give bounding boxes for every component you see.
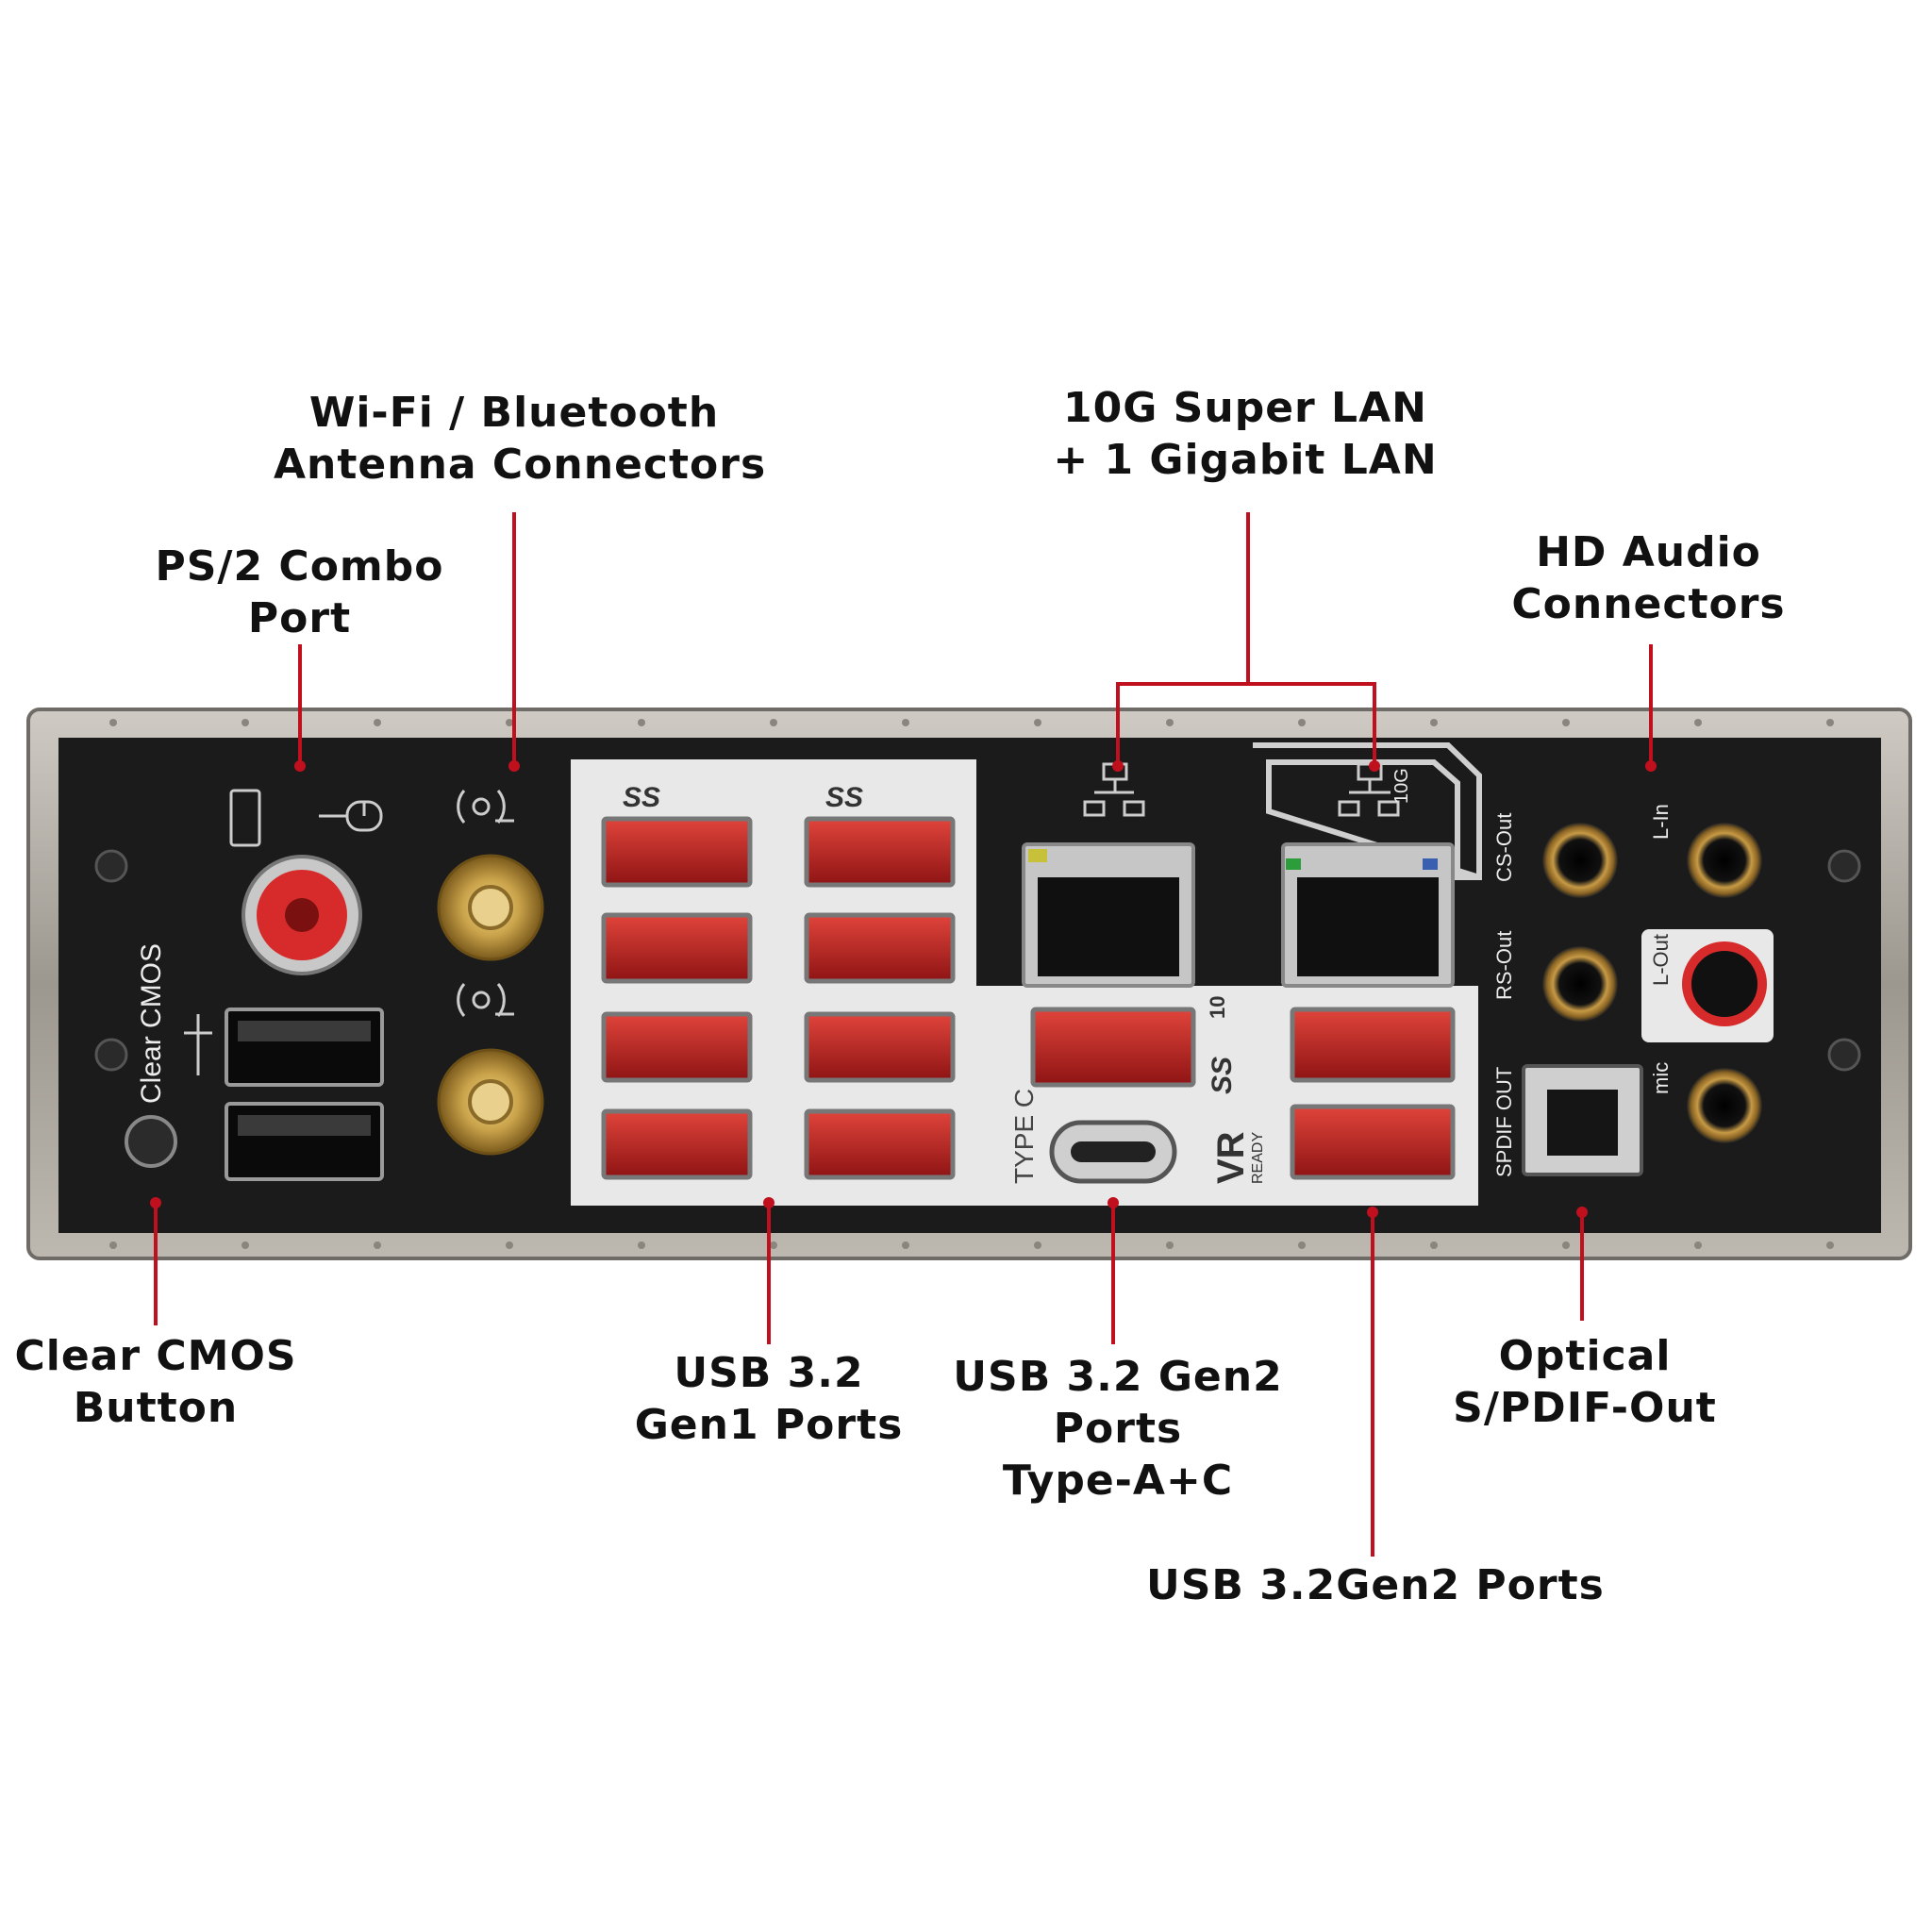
ps2-keyboard-icon [229,789,261,847]
spdif-label: Optical S/PDIF-Out [1434,1330,1736,1434]
audio-label-line2: Connectors [1511,580,1786,628]
usb-gen1-port[interactable] [601,912,753,984]
usb-gen2-ac-label-line1: USB 3.2 Gen2 [953,1353,1283,1401]
usb-gen2-ac-label-line2: Ports [1053,1405,1183,1453]
lan-silver-trim [1253,742,1482,880]
spdif-label-line1: Optical [1498,1332,1672,1380]
ten-text: 10 [1206,996,1229,1019]
mic-text: mic [1649,1062,1673,1094]
clear-cmos-label-line2: Button [73,1384,239,1432]
usb-gen1-port[interactable] [804,816,956,888]
usb-gen2-label: USB 3.2Gen2 Ports [1146,1559,1605,1611]
ss-logo-left: SS [623,782,660,813]
usb-gen1-port[interactable] [804,1108,956,1180]
usb-gen1-label: USB 3.2 Gen1 Ports [627,1347,910,1451]
audio-jack-l-out[interactable] [1682,941,1767,1026]
l-out-text: L-Out [1649,934,1673,986]
ss-logo-right: SS [825,782,863,813]
ps2-label: PS/2 Combo Port [142,541,458,644]
lan-icon-right [1338,762,1400,817]
usb2-icon [184,1014,212,1075]
wifi-antenna-icon-top [457,790,514,824]
usb-gen1-grid [601,816,956,1180]
audio-jack-cs-out[interactable] [1542,823,1618,898]
usb-gen1-port[interactable] [804,1011,956,1083]
ps2-mouse-icon [319,800,383,832]
usb-gen1-port[interactable] [804,912,956,984]
callout-lines [154,512,1653,1557]
usb-gen2-type-a-port[interactable] [1030,1007,1196,1088]
usb-gen1-label-line2: Gen1 Ports [634,1401,904,1449]
spdif-out-text: SPDIF OUT [1492,1067,1516,1177]
audio-label: HD Audio Connectors [1505,526,1792,630]
frame-dimples [109,719,1834,1249]
10g-text: 10G [1391,768,1412,804]
wifi-antenna-label-line2: Antenna Connectors [274,441,767,489]
callout-dots [150,760,1657,1218]
wifi-antenna-label: Wi-Fi / Bluetooth Antenna Connectors [274,387,767,491]
ps2-label-line1: PS/2 Combo [155,542,444,591]
usb-white-plate [571,759,1478,1206]
clear-cmos-panel-text: Clear CMOS [136,943,167,1104]
usb-gen2-label-line1: USB 3.2Gen2 Ports [1146,1561,1605,1609]
ready-text: READY [1250,1132,1266,1184]
usb-gen2-ac-label: USB 3.2 Gen2 Ports Type-A+C [953,1351,1283,1507]
vr-logo-text: VR [1210,1131,1252,1184]
clear-cmos-label-line1: Clear CMOS [14,1332,297,1380]
cs-out-text: CS-Out [1492,813,1516,882]
rs-out-text: RS-Out [1492,931,1516,1000]
usb-gen2-ac-label-line3: Type-A+C [1002,1457,1234,1505]
usb-gen2-port-bottom[interactable] [1290,1104,1456,1180]
type-c-text: TYPE C [1009,1089,1039,1184]
audio-label-line1: HD Audio [1536,528,1761,576]
usb-gen1-port[interactable] [601,816,753,888]
lan-label-line2: + 1 Gigabit LAN [1053,436,1438,484]
wifi-antenna-label-line1: Wi-Fi / Bluetooth [308,389,720,437]
audio-jack-mic[interactable] [1687,1068,1762,1143]
ps2-label-line2: Port [247,594,352,642]
clear-cmos-button[interactable] [125,1115,177,1168]
audio-jack-l-in[interactable] [1687,823,1762,898]
usb-gen2-port-top[interactable] [1290,1007,1456,1083]
wifi-antenna-icon-bottom [457,983,514,1017]
usb-gen1-label-line1: USB 3.2 [674,1349,864,1397]
clear-cmos-label: Clear CMOS Button [14,1330,297,1434]
lan-label: 10G Super LAN + 1 Gigabit LAN [1047,382,1443,486]
spdif-label-line2: S/PDIF-Out [1453,1384,1717,1432]
panel-screws [94,849,1861,1072]
lan-label-line1: 10G Super LAN [1063,384,1427,432]
usb-gen1-port[interactable] [601,1011,753,1083]
audio-jack-rs-out[interactable] [1542,946,1618,1022]
usb-gen1-port[interactable] [601,1108,753,1180]
ss-logo-10g: SS [1207,1057,1238,1094]
l-in-text: L-In [1649,804,1673,840]
